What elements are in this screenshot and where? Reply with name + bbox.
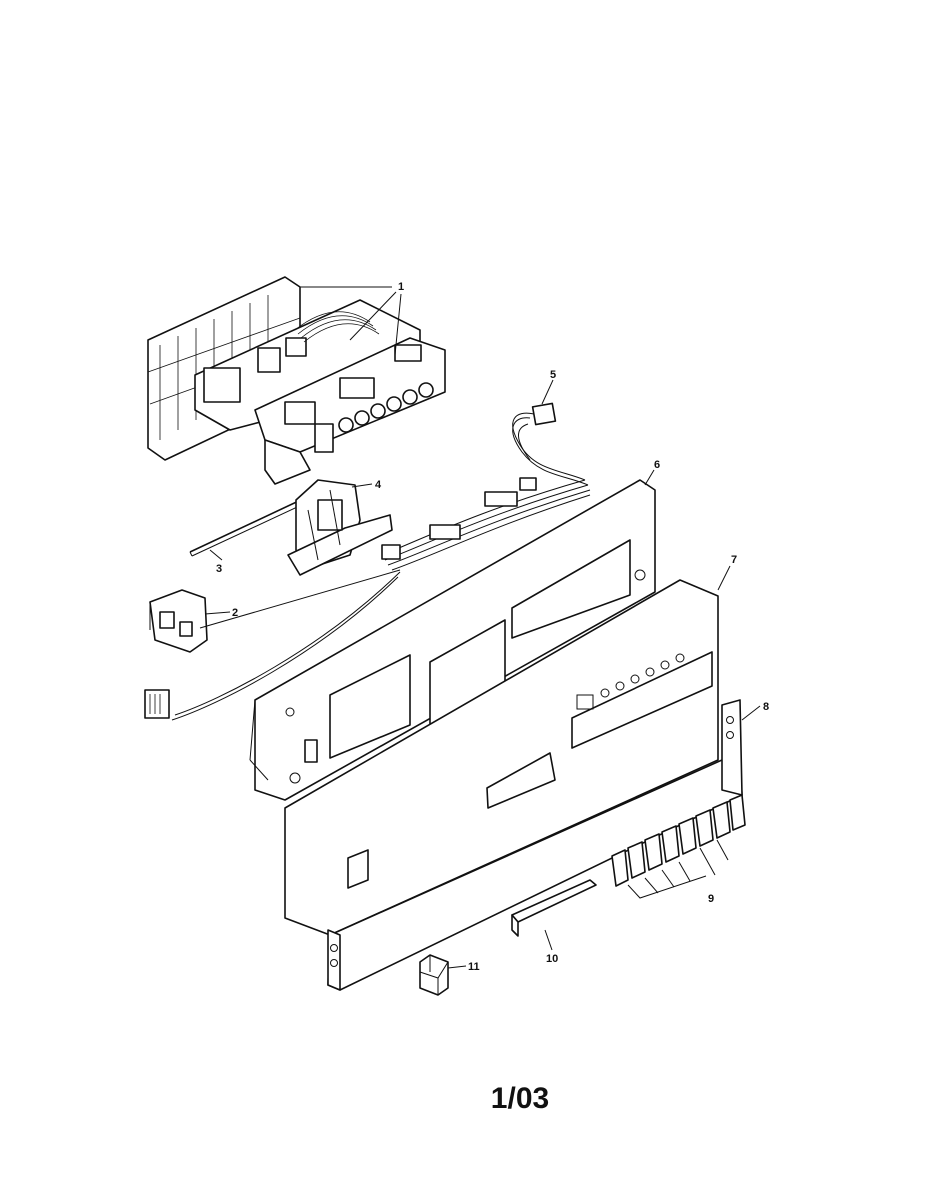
- connector-cable: [144, 569, 401, 721]
- part-1-control-module: [147, 276, 446, 485]
- callout-1: 1: [398, 281, 404, 293]
- callout-2: 2: [232, 607, 238, 619]
- callout-labels: 1 2 3 4 5 6 7 8 9 10 11: [216, 281, 769, 973]
- part-9-buttons: [611, 794, 746, 899]
- part-6-inner-frame: [249, 479, 656, 801]
- callout-6: 6: [654, 459, 660, 471]
- part-7-control-panel: [284, 579, 719, 936]
- callout-4: 4: [375, 479, 382, 491]
- callout-3: 3: [216, 563, 222, 575]
- part-4-mechanism: [287, 479, 393, 576]
- callout-8: 8: [763, 701, 769, 713]
- part-11-cap: [419, 954, 449, 996]
- callout-10: 10: [546, 953, 558, 965]
- part-2-switch: [149, 589, 208, 653]
- callout-11: 11: [468, 961, 480, 973]
- page-code: 1/03: [490, 1082, 550, 1115]
- callout-7: 7: [731, 554, 737, 566]
- leader-lines: [204, 286, 761, 969]
- part-5-wiring-harness: [381, 402, 591, 571]
- part-3-rod: [189, 497, 311, 557]
- callout-5: 5: [550, 369, 556, 381]
- part-10-handle: [511, 879, 597, 937]
- callout-9: 9: [708, 893, 714, 905]
